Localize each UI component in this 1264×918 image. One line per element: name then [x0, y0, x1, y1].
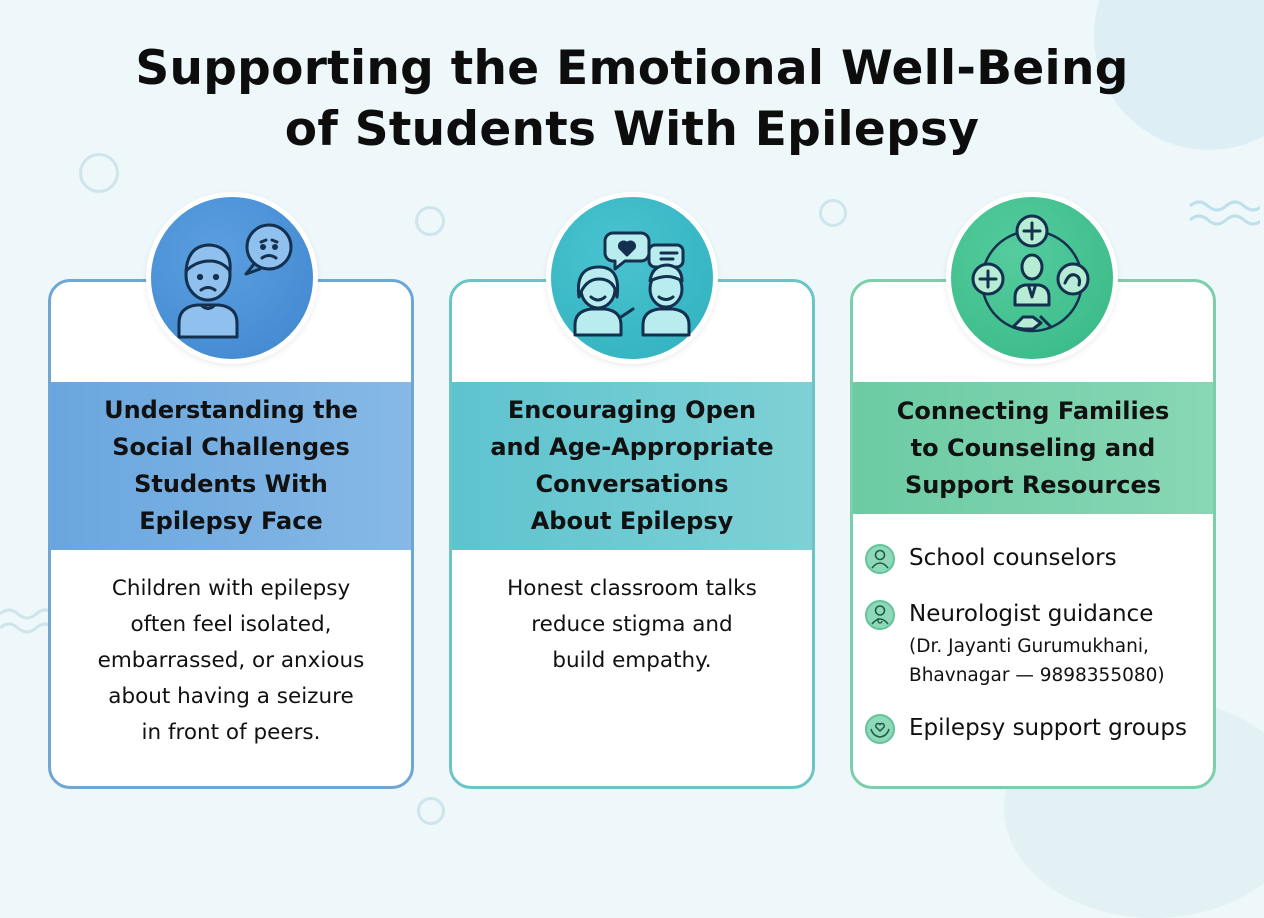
card-heading: Connecting Families to Counseling and Su… — [853, 382, 1213, 514]
page-title-line-1: Supporting the Emotional Well-Being — [135, 41, 1129, 96]
heart-hands-icon — [865, 714, 895, 744]
card-body-line: build empathy. — [552, 648, 712, 673]
card-counseling-resources: Connecting Families to Counseling and Su… — [850, 279, 1216, 789]
resource-label: Epilepsy support groups — [909, 715, 1187, 741]
card-body-line: in front of peers. — [141, 720, 321, 745]
card-body-line: often feel isolated, — [130, 612, 332, 637]
card-heading-line: Social Challenges — [112, 433, 350, 461]
page-title-line-2: of Students With Epilepsy — [284, 102, 980, 157]
card-heading-line: About Epilepsy — [530, 507, 734, 535]
decorative-wave-icon — [1189, 200, 1260, 226]
card-body-line: embarrassed, or anxious — [97, 648, 365, 673]
card-heading-line: to Counseling and — [910, 433, 1156, 462]
decorative-ring — [819, 199, 847, 227]
card-heading-line: Connecting Families — [896, 396, 1170, 425]
card-heading-line: and Age-Appropriate — [490, 433, 774, 461]
card-body-text: Honest classroom talks reduce stigma and… — [452, 571, 812, 679]
two-people-talking-with-heart-speech-bubbles-icon — [546, 192, 718, 364]
card-heading: Understanding the Social Challenges Stud… — [51, 382, 411, 550]
card-heading-line: Students With — [134, 470, 328, 498]
resource-item-support-groups: Epilepsy support groups — [865, 710, 1210, 746]
card-social-challenges: Understanding the Social Challenges Stud… — [48, 279, 414, 789]
card-open-conversations: Encouraging Open and Age-Appropriate Con… — [449, 279, 815, 789]
card-heading-line: Epilepsy Face — [139, 507, 323, 535]
card-heading: Encouraging Open and Age-Appropriate Con… — [452, 382, 812, 550]
sad-child-with-worried-speech-bubble-icon — [146, 192, 318, 364]
resource-item-neurologist: Neurologist guidance (Dr. Jayanti Gurumu… — [865, 596, 1210, 690]
card-heading-line: Conversations — [535, 470, 729, 498]
doctor-icon — [865, 600, 895, 630]
resource-item-school-counselors: School counselors — [865, 540, 1210, 576]
resource-label: Neurologist guidance — [909, 601, 1154, 627]
card-heading-line: Understanding the — [104, 396, 358, 424]
resource-list: School counselors Neurologist guidance (… — [865, 540, 1210, 766]
card-body-line: Honest classroom talks — [507, 576, 757, 601]
support-network-cycle-icon — [946, 192, 1118, 364]
card-body-line: reduce stigma and — [531, 612, 733, 637]
card-body-text: Children with epilepsy often feel isolat… — [51, 571, 411, 751]
resource-detail: (Dr. Jayanti Gurumukhani, — [909, 636, 1149, 657]
decorative-ring — [79, 153, 119, 193]
decorative-ring — [417, 797, 445, 825]
decorative-wave-icon — [0, 608, 50, 634]
card-heading-line: Support Resources — [904, 470, 1162, 499]
card-body-line: Children with epilepsy — [111, 576, 351, 601]
card-body-line: about having a seizure — [108, 684, 354, 709]
resource-label: School counselors — [909, 545, 1117, 571]
resource-detail: Bhavnagar — 9898355080) — [909, 665, 1165, 686]
counselor-icon — [865, 544, 895, 574]
card-heading-line: Encouraging Open — [507, 396, 757, 424]
page-title: Supporting the Emotional Well-Being of S… — [0, 38, 1264, 160]
decorative-ring — [415, 206, 445, 236]
